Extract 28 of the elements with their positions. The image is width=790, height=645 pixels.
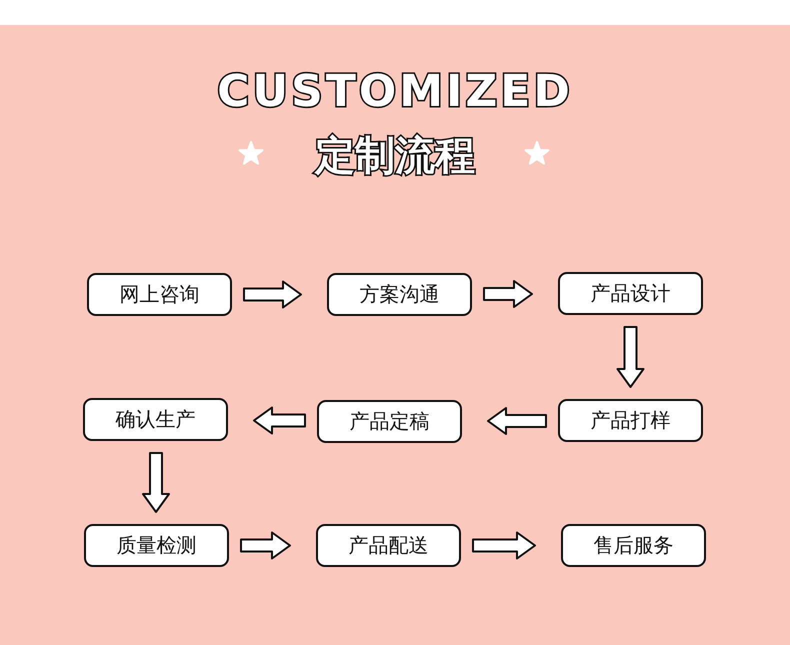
step-label: 售后服务	[594, 532, 674, 559]
step-label: 产品配送	[348, 532, 428, 559]
process-box	[561, 524, 706, 567]
process-box	[83, 398, 228, 441]
block-arrow	[243, 280, 302, 308]
process-box	[317, 400, 462, 443]
subtitle: 定制流程	[313, 132, 476, 181]
block-arrow	[142, 452, 170, 513]
step-label: 方案沟通	[360, 281, 440, 308]
block-arrow	[483, 280, 533, 308]
step-label: 产品定稿	[350, 408, 430, 435]
process-box	[316, 524, 461, 567]
step-label: 确认生产	[116, 406, 196, 433]
process-box	[558, 399, 703, 442]
process-box	[87, 273, 232, 316]
block-arrow	[472, 532, 536, 560]
title: CUSTOMIZED	[216, 66, 574, 117]
step-label: 产品设计	[590, 280, 670, 307]
block-arrow	[616, 326, 644, 388]
block-arrow	[240, 532, 291, 560]
block-arrow	[253, 406, 306, 434]
process-box	[558, 272, 703, 315]
process-box	[327, 273, 472, 316]
step-label: 网上咨询	[120, 281, 200, 308]
process-box	[84, 524, 229, 567]
step-label: 产品打样	[590, 407, 670, 434]
block-arrow	[487, 407, 547, 435]
step-label: 质量检测	[116, 532, 196, 559]
